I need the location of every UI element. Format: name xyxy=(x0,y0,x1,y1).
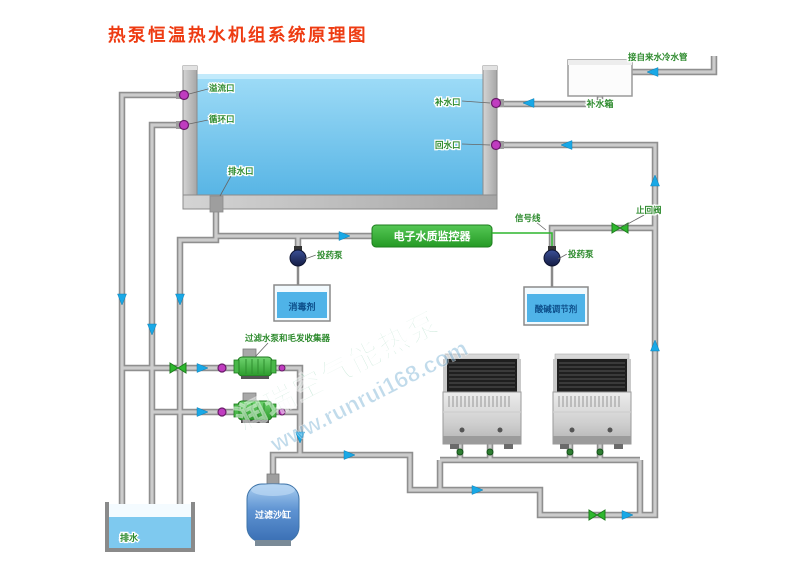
flow-arrow-up xyxy=(650,339,660,352)
label-leaders xyxy=(188,88,647,358)
flow-arrow-right xyxy=(338,231,351,241)
dosing-pump-left xyxy=(289,246,307,267)
pool-wall-cap xyxy=(183,66,197,70)
water-quality-monitor: 电子水质监控器 xyxy=(371,224,493,248)
disinfectant-tank: 消毒剂 xyxy=(273,284,331,322)
ball-valve-icon xyxy=(278,364,286,372)
cold-water-pipe-label: 接自来水冷水管 xyxy=(628,52,688,62)
sand-filter-tank: 过滤沙缸 xyxy=(246,473,300,546)
dosing-pump-right-label: 投药泵 xyxy=(568,249,594,259)
drain-tank-label: 排水 xyxy=(120,532,139,543)
ball-valve-icon xyxy=(217,407,227,417)
flow-arrow-down xyxy=(117,293,127,306)
unit-valve-icon xyxy=(596,448,604,456)
chemical-suction-tubes xyxy=(296,264,554,296)
pool-wall-left xyxy=(182,65,198,210)
ball-valve-icon xyxy=(490,97,502,109)
watermark: 润瑞空气能热泵 www.runrui168.com xyxy=(230,305,472,458)
filter-pump-1 xyxy=(233,348,277,379)
sand-filter-label: 过滤沙缸 xyxy=(255,509,291,520)
valves xyxy=(169,222,629,521)
ball-valve-icon xyxy=(178,119,190,131)
heat-pump-unit-1 xyxy=(442,353,522,449)
pool-wall-cap xyxy=(483,66,497,70)
unit-valve-icon xyxy=(456,448,464,456)
flow-arrow-down xyxy=(175,293,185,306)
flow-arrow-right xyxy=(196,363,209,373)
flow-arrow-down xyxy=(295,431,305,444)
flow-arrow-right xyxy=(471,485,484,495)
makeup-water-tank xyxy=(567,59,633,97)
pool-water xyxy=(197,74,483,195)
pool-wall-bottom xyxy=(182,194,498,210)
ph-adjuster-label: 酸碱调节剂 xyxy=(535,304,578,314)
heat-pump-unit-2 xyxy=(552,353,632,449)
ph-adjuster-tank: 酸碱调节剂 xyxy=(523,286,589,326)
pool-wall-right xyxy=(482,65,498,210)
filter-pump-label: 过滤水泵和毛发收集器 xyxy=(245,333,331,343)
signal-line xyxy=(492,232,553,248)
flow-arrow-right xyxy=(621,510,634,520)
flow-arrow-left xyxy=(560,140,573,150)
disinfectant-label: 消毒剂 xyxy=(288,301,315,312)
flow-arrow-left xyxy=(522,98,535,108)
gate-valve-icon xyxy=(588,509,606,521)
flow-arrow-right xyxy=(196,407,209,417)
water-quality-monitor-label: 电子水质监控器 xyxy=(394,229,472,243)
return-port-label: 回水口 xyxy=(435,140,461,150)
ball-valve-icon xyxy=(217,363,227,373)
flow-arrow-left xyxy=(646,67,659,77)
check-valve-label: 止回阀 xyxy=(636,205,662,215)
gate-valve-icon xyxy=(169,362,187,374)
flow-arrow-up xyxy=(650,174,660,187)
flow-arrow-down xyxy=(147,323,157,336)
dosing-pump-right xyxy=(543,246,561,267)
flow-arrows xyxy=(117,67,660,520)
signal-line-label: 信号线 xyxy=(515,213,541,223)
circulation-port-label: 循环口 xyxy=(209,114,235,124)
overflow-port-label: 溢流口 xyxy=(209,83,235,93)
drain-port-label: 排水口 xyxy=(228,166,254,176)
makeup-port-label: 补水口 xyxy=(434,97,461,107)
pool-tank xyxy=(176,65,504,213)
filter-pump-2 xyxy=(233,392,277,423)
ball-valve-icon xyxy=(278,408,286,416)
pool-water-surface xyxy=(197,74,483,79)
flow-arrow-right xyxy=(343,450,356,460)
makeup-tank-label: 补水箱 xyxy=(585,98,613,109)
unit-valve-icon xyxy=(566,448,574,456)
unit-valve-icon xyxy=(486,448,494,456)
ball-valve-icon xyxy=(178,89,190,101)
drain-port-stub xyxy=(209,195,224,213)
ball-valve-icon xyxy=(490,139,502,151)
check-valve-icon xyxy=(611,222,629,234)
drain-tank: 排水 xyxy=(105,502,195,552)
page-title: 热泵恒温热水机组系统原理图 xyxy=(108,25,368,45)
dosing-pump-left-label: 投药泵 xyxy=(317,250,343,260)
